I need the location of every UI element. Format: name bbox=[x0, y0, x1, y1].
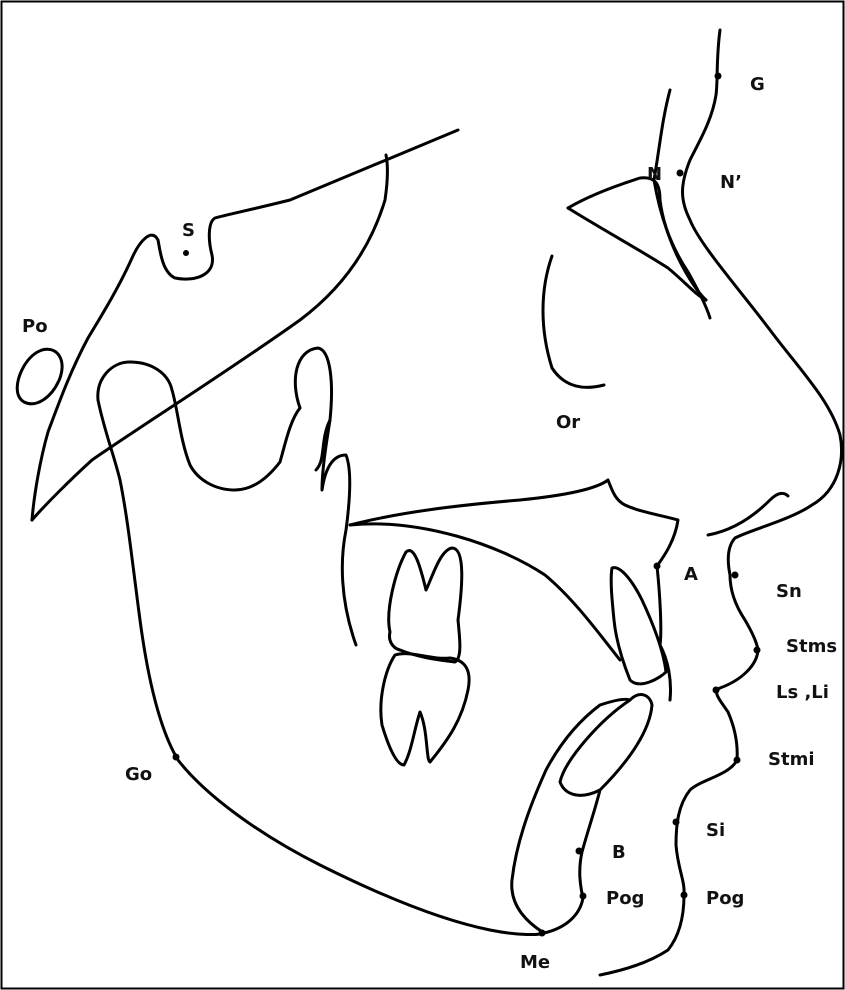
cranial-base-lower bbox=[32, 155, 387, 520]
point-stms bbox=[754, 647, 761, 654]
label-n-soft: N’ bbox=[720, 172, 742, 193]
lower-incisor bbox=[560, 695, 652, 796]
point-s bbox=[183, 250, 189, 256]
point-g bbox=[715, 73, 722, 80]
point-b bbox=[576, 848, 583, 855]
label-a: A bbox=[684, 564, 698, 585]
point-go bbox=[173, 754, 180, 761]
nasal-ala bbox=[708, 493, 788, 535]
label-sn: Sn bbox=[776, 581, 802, 602]
label-or: Or bbox=[556, 412, 580, 433]
label-stmi: Stmi bbox=[768, 749, 815, 770]
label-si: Si bbox=[706, 820, 725, 841]
label-po: Po bbox=[22, 316, 48, 337]
palatal-plane bbox=[350, 480, 678, 700]
cranial-base bbox=[32, 130, 458, 520]
label-g: G bbox=[750, 74, 765, 95]
orbit-rim-inner bbox=[568, 208, 706, 300]
point-ls-li bbox=[713, 687, 720, 694]
point-n-soft bbox=[677, 170, 684, 177]
point-stmi bbox=[734, 757, 741, 764]
label-me: Me bbox=[520, 952, 550, 973]
label-ls-li: Ls ,Li bbox=[776, 682, 829, 703]
label-n: N bbox=[647, 164, 662, 185]
point-sn bbox=[732, 572, 739, 579]
point-si bbox=[673, 819, 680, 826]
label-stms: Stms bbox=[786, 636, 837, 657]
label-b: B bbox=[612, 842, 626, 863]
point-pog bbox=[580, 893, 587, 900]
upper-molar bbox=[389, 548, 462, 662]
lower-molar bbox=[381, 654, 469, 765]
point-a bbox=[654, 563, 661, 570]
porion-ring bbox=[17, 349, 62, 403]
label-s: S bbox=[182, 220, 195, 241]
nasal-bone bbox=[654, 90, 710, 318]
orbit-floor bbox=[543, 256, 604, 387]
point-pog-soft bbox=[681, 892, 688, 899]
label-pog-soft: Pog bbox=[706, 888, 744, 909]
point-me bbox=[539, 930, 546, 937]
label-go: Go bbox=[125, 764, 152, 785]
label-pog: Pog bbox=[606, 888, 644, 909]
